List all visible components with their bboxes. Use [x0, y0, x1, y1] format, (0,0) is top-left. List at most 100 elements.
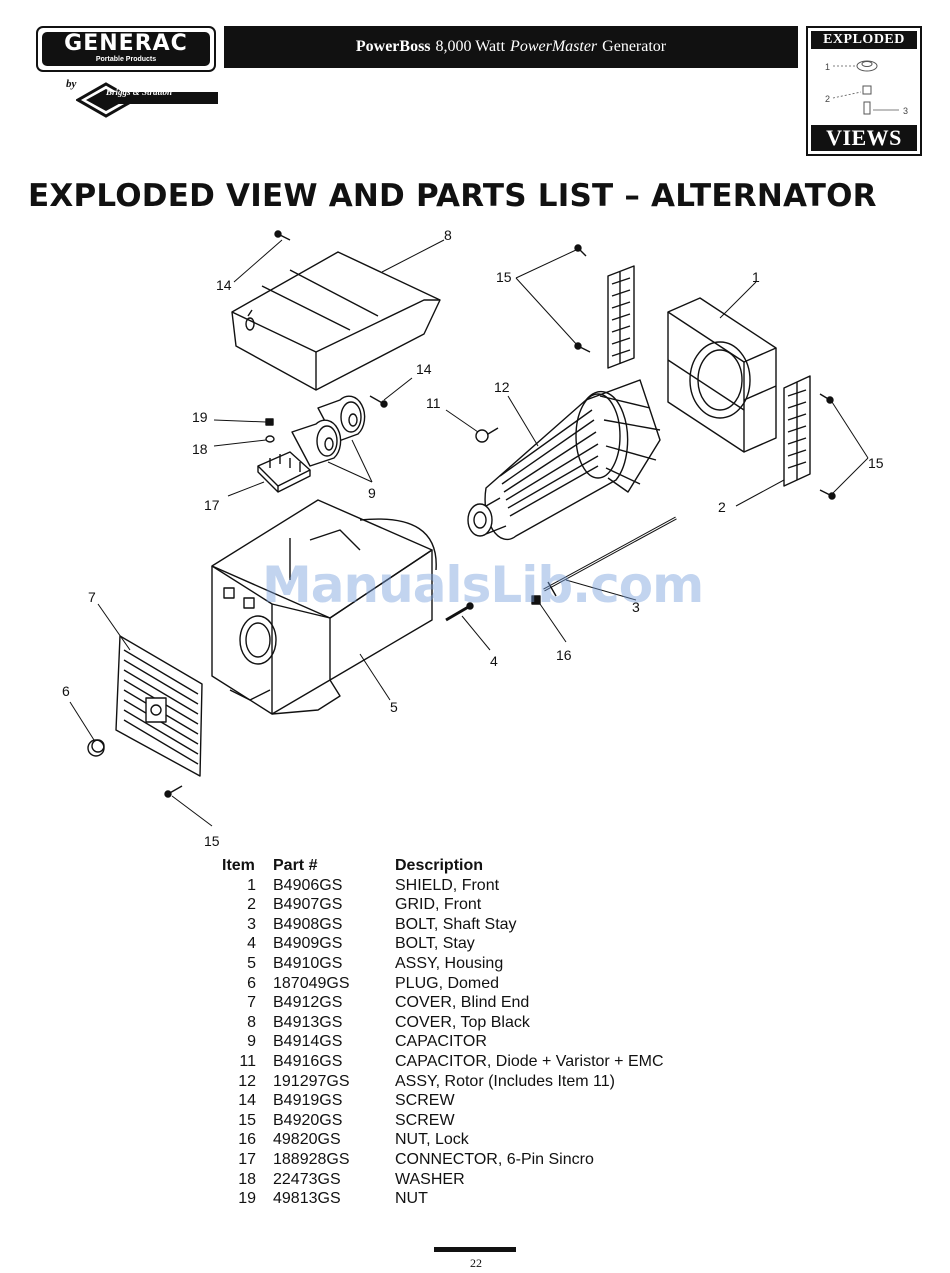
capacitor-part: [291, 395, 366, 467]
by-label: by: [66, 78, 77, 90]
row-description: NUT: [395, 1190, 428, 1208]
badge-callout: 3: [903, 106, 908, 116]
badge-callout: 2: [825, 94, 830, 104]
callout-11: 11: [426, 395, 441, 411]
brand-name: GENERAC: [64, 31, 188, 56]
exploded-views-badge: EXPLODED 1 2 3 VIEWS: [806, 26, 922, 156]
badge-top-text: EXPLODED: [811, 31, 917, 49]
table-row: 11 B4916GS CAPACITOR, Diode + Varistor + E…: [222, 1052, 664, 1072]
callout-4: 4: [490, 653, 498, 669]
partner-name: Briggs & Stratton: [106, 87, 173, 97]
briggs-stratton-logo-icon: [76, 82, 218, 118]
callout-5: 5: [390, 699, 398, 715]
callout-18: 18: [192, 441, 208, 457]
callout-17: 17: [204, 497, 220, 513]
front-grid-part: [783, 375, 811, 487]
shaft-stay-bolt-part: [543, 516, 677, 597]
row-item: 16: [238, 1131, 256, 1149]
row-part-number: B4913GS: [273, 1013, 343, 1031]
row-description: SHIELD, Front: [395, 876, 500, 894]
row-part-number: B4908GS: [273, 915, 343, 933]
callout-14-top: 14: [216, 277, 232, 293]
badge-bottom-text: VIEWS: [811, 125, 917, 151]
washer-part: [265, 435, 275, 443]
screw-part: [369, 395, 388, 408]
row-item: 1: [247, 876, 256, 894]
callout-7: 7: [88, 589, 96, 605]
callout-14-bottom: 14: [416, 361, 432, 377]
title-plain: 8,000 Watt: [435, 38, 506, 55]
callout-12: 12: [494, 379, 510, 395]
row-item: 11: [239, 1052, 256, 1070]
document-title-bar: PowerBoss 8,000 Watt PowerMaster Generat…: [224, 26, 798, 68]
domed-plug-part: [87, 739, 105, 757]
housing-part: [211, 499, 437, 715]
row-part-number: B4912GS: [273, 994, 343, 1012]
page-heading: EXPLODED VIEW AND PARTS LIST – ALTERNATO…: [28, 178, 877, 214]
row-description: ASSY, Rotor (Includes Item 11): [395, 1072, 615, 1090]
diode-capacitor-part: [475, 427, 499, 443]
header-description: Description: [395, 857, 484, 874]
row-part-number: B4919GS: [273, 1092, 343, 1110]
row-description: PLUG, Domed: [395, 974, 500, 992]
row-description: GRID, Front: [395, 896, 482, 914]
screw-part: [164, 785, 183, 798]
callout-8: 8: [444, 227, 452, 243]
parts-table-header: Item Part # Description: [222, 856, 664, 876]
front-shield-part: [667, 297, 777, 453]
rotor-part: [467, 379, 661, 541]
row-part-number: 49820GS: [273, 1131, 341, 1149]
row-description: CAPACITOR: [395, 1033, 487, 1051]
row-item: 6: [247, 974, 256, 992]
row-description: BOLT, Stay: [395, 935, 475, 953]
row-part-number: 188928GS: [273, 1150, 350, 1168]
row-item: 17: [238, 1150, 256, 1168]
row-description: SCREW: [395, 1111, 455, 1129]
watermark: ManualsLib.com: [262, 556, 704, 614]
generac-logo: GENERAC Portable Products: [36, 26, 216, 72]
grid-part: [607, 265, 635, 369]
callout-16: 16: [556, 647, 572, 663]
row-item: 12: [238, 1072, 256, 1090]
row-item: 9: [247, 1033, 256, 1051]
row-description: CONNECTOR, 6-Pin Sincro: [395, 1150, 594, 1168]
callout-1: 1: [752, 269, 760, 285]
parts-table: Item Part # Description 1 B4906GS SHIELD, …: [222, 856, 664, 1209]
row-description: CAPACITOR, Diode + Varistor + EMC: [395, 1052, 664, 1070]
header-item: Item: [222, 857, 255, 874]
row-description: COVER, Blind End: [395, 994, 530, 1012]
table-row: 17 188928GS CONNECTOR, 6-Pin Sincro: [222, 1150, 664, 1170]
row-item: 7: [247, 994, 256, 1012]
title-italic: PowerMaster: [510, 38, 598, 55]
lock-nut-part: [531, 595, 541, 605]
row-part-number: B4907GS: [273, 896, 343, 914]
row-part-number: B4916GS: [273, 1052, 343, 1070]
row-item: 8: [247, 1013, 256, 1031]
header-part: Part #: [273, 857, 318, 874]
callout-15-bottom: 15: [204, 833, 220, 849]
exploded-bolt-icon: 1 2 3: [825, 60, 908, 116]
row-description: WASHER: [395, 1170, 465, 1188]
partner-sub: POWER PRODUCTS: [140, 99, 189, 105]
row-part-number: B4914GS: [273, 1033, 343, 1051]
title-bold: PowerBoss: [355, 38, 431, 55]
callout-3: 3: [632, 599, 640, 615]
screw-part: [819, 489, 836, 500]
connector-part: [257, 451, 311, 493]
row-part-number: B4906GS: [273, 876, 343, 894]
row-item: 15: [238, 1111, 256, 1129]
row-item: 4: [247, 935, 256, 953]
callout-15-top: 15: [496, 269, 512, 285]
row-item: 19: [238, 1190, 256, 1208]
table-row: 1 B4906GS SHIELD, Front: [222, 876, 664, 896]
page-rule: [434, 1247, 516, 1252]
